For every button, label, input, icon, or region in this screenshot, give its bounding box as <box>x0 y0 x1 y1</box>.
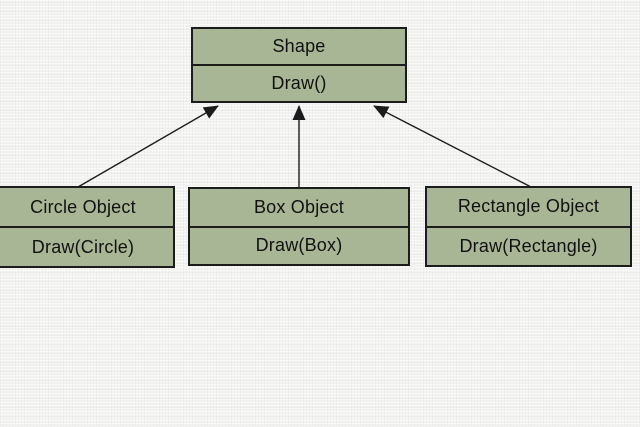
class-name-box-object: Box Object <box>190 189 408 228</box>
inheritance-arrow-circle-to-shape <box>77 105 219 188</box>
class-box-shape: Shape Draw() <box>191 27 407 103</box>
class-box-rectangle-object: Rectangle Object Draw(Rectangle) <box>425 186 632 267</box>
class-name-shape: Shape <box>193 29 405 66</box>
class-box-box-object: Box Object Draw(Box) <box>188 187 410 266</box>
class-method-circle-object: Draw(Circle) <box>31 236 135 257</box>
class-method-shape: Draw() <box>271 73 327 93</box>
class-name-circle-object: Circle Object <box>0 188 173 228</box>
class-method-box-object: Draw(Box) <box>255 235 343 256</box>
class-box-circle-object: Circle Object Draw(Circle) <box>0 186 175 268</box>
inheritance-arrow-rectangle-to-shape <box>373 105 534 189</box>
class-method-rectangle-object: Draw(Rectangle) <box>459 235 598 256</box>
class-name-rectangle-object: Rectangle Object <box>427 188 630 228</box>
